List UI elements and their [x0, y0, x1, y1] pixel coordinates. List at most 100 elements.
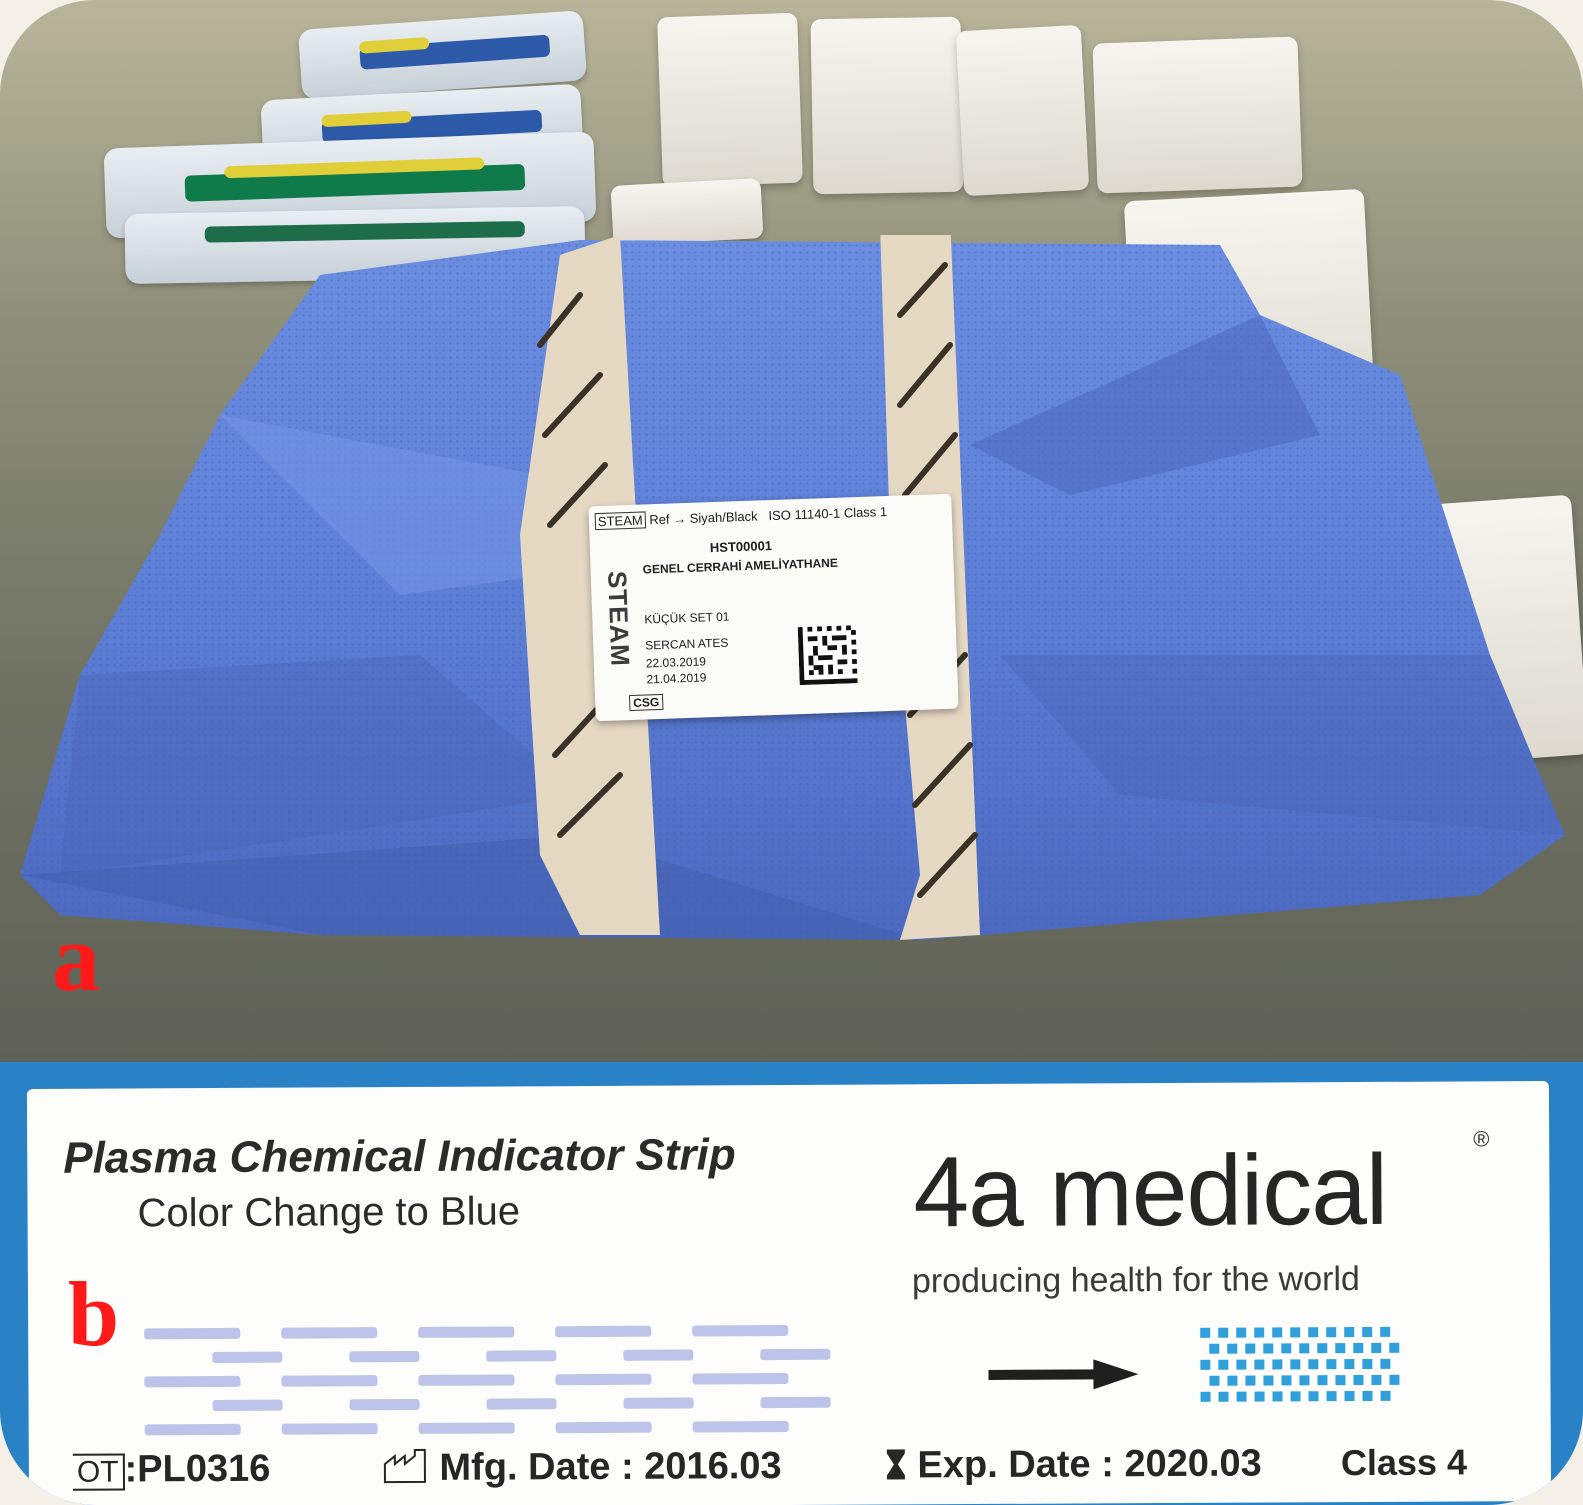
label-set-name: KÜÇÜK SET 01 — [644, 609, 730, 627]
indicator-dot — [1263, 1375, 1274, 1386]
indicator-dot — [1245, 1343, 1256, 1354]
sterilization-label: STEAM Ref → Siyah/Black ISO 11140-1 Clas… — [588, 493, 959, 722]
indicator-dot — [1200, 1327, 1211, 1338]
indicator-dot — [1371, 1374, 1382, 1385]
indicator-bar — [760, 1348, 831, 1361]
panel-letter-b: b — [68, 1263, 120, 1365]
indicator-dot — [1389, 1374, 1400, 1385]
indicator-dot — [1272, 1391, 1283, 1402]
label-ref-text: Ref → Siyah/Black — [649, 508, 758, 528]
indicator-bar — [692, 1373, 789, 1385]
mfg-date: Mfg. Date : 2016.03 — [439, 1445, 782, 1489]
indicator-dot — [1380, 1358, 1391, 1369]
brand-logo-text: 4a medical — [913, 1133, 1388, 1249]
indicator-dot — [1344, 1359, 1355, 1370]
indicator-bar — [418, 1326, 515, 1338]
class-label: Class 4 — [1340, 1441, 1468, 1484]
indicator-bar — [486, 1350, 557, 1362]
indicator-dot — [1281, 1375, 1292, 1386]
indicator-dot — [1299, 1375, 1310, 1386]
factory-icon — [383, 1448, 426, 1484]
indicator-bar — [281, 1423, 378, 1435]
indicator-dot — [1344, 1327, 1355, 1338]
wrapped-instrument-set — [20, 235, 1565, 940]
indicator-dot — [1362, 1358, 1373, 1369]
indicator-dot — [1317, 1343, 1328, 1354]
indicator-bar — [555, 1325, 652, 1338]
indicator-dot — [1308, 1391, 1319, 1402]
indicator-dot — [1326, 1359, 1337, 1370]
indicator-bar — [144, 1327, 241, 1340]
indicator-dot — [1353, 1374, 1364, 1386]
indicator-dot — [1290, 1391, 1301, 1402]
indicator-dot — [1236, 1359, 1247, 1370]
indicator-dot — [1263, 1343, 1274, 1354]
indicator-dot — [1353, 1342, 1364, 1354]
indicator-bar — [760, 1396, 831, 1409]
indicator-dot — [1209, 1375, 1220, 1386]
label-iso-text: ISO 11140-1 Class 1 — [768, 503, 888, 524]
label-operator: SERCAN ATES — [645, 635, 729, 653]
indicator-dot — [1380, 1326, 1391, 1337]
indicator-dot — [1218, 1327, 1229, 1338]
indicator-bar — [281, 1327, 378, 1339]
indicator-bar — [555, 1421, 652, 1434]
strip-subtitle: Color Change to Blue — [137, 1189, 521, 1236]
sterile-pouch — [657, 12, 803, 188]
indicator-bar — [212, 1399, 283, 1412]
strip-title: Plasma Chemical Indicator Strip — [63, 1130, 736, 1183]
sterile-pouch — [1092, 36, 1303, 194]
registered-mark: ® — [1473, 1126, 1490, 1152]
data-matrix-icon — [797, 625, 858, 686]
label-steam-box: STEAM — [594, 511, 646, 531]
brand-tagline: producing health for the world — [911, 1260, 1360, 1301]
indicator-dot — [1308, 1327, 1319, 1338]
indicator-dot — [1326, 1391, 1337, 1402]
indicator-dot — [1362, 1390, 1373, 1401]
indicator-bar — [692, 1421, 789, 1433]
label-date-1: 22.03.2019 — [645, 654, 707, 671]
indicator-dot — [1290, 1327, 1301, 1338]
exp-date: Exp. Date : 2020.03 — [917, 1442, 1262, 1487]
sterile-pouch — [810, 16, 964, 195]
label-date-2: 21.04.2019 — [646, 670, 707, 687]
indicator-bars-unchanged — [144, 1325, 831, 1438]
arrow-right-icon — [988, 1359, 1139, 1390]
indicator-bar — [349, 1398, 420, 1411]
indicator-dot — [1335, 1375, 1346, 1386]
panel-a-photo: STEAM Ref → Siyah/Black ISO 11140-1 Clas… — [0, 0, 1583, 1062]
indicator-dot — [1362, 1326, 1373, 1337]
indicator-dot — [1371, 1342, 1382, 1353]
indicator-dot — [1254, 1359, 1265, 1370]
indicator-dot — [1254, 1327, 1265, 1338]
indicator-dot — [1272, 1327, 1283, 1338]
indicator-bar — [623, 1397, 694, 1409]
indicator-dot — [1290, 1359, 1301, 1370]
indicator-dot — [1227, 1343, 1238, 1354]
indicator-dot — [1308, 1359, 1319, 1370]
indicator-dot — [1200, 1359, 1211, 1370]
indicator-dot — [1236, 1391, 1247, 1402]
indicator-dot — [1335, 1343, 1346, 1354]
indicator-bar — [623, 1349, 694, 1361]
label-department: GENEL CERRAHİ AMELİYATHANE — [642, 555, 839, 577]
indicator-dot — [1326, 1327, 1337, 1338]
indicator-bar — [486, 1398, 557, 1410]
indicator-dot — [1344, 1391, 1355, 1402]
panel-letter-a: a — [52, 904, 100, 1011]
indicator-dot — [1218, 1359, 1229, 1370]
hourglass-icon — [886, 1449, 905, 1480]
indicator-dot — [1245, 1375, 1256, 1386]
sterile-pouch — [955, 24, 1090, 197]
indicator-dot — [1209, 1343, 1220, 1354]
panel-b-indicator-strip: Plasma Chemical Indicator Strip Color Ch… — [0, 1062, 1583, 1505]
indicator-bar — [281, 1375, 378, 1387]
indicator-dot — [1227, 1375, 1238, 1386]
indicator-dot — [1281, 1343, 1292, 1354]
manufacture-date: Mfg. Date : 2016.03 — [383, 1445, 782, 1490]
indicator-bar — [144, 1375, 241, 1388]
indicator-dot — [1200, 1391, 1211, 1402]
indicator-dot — [1218, 1391, 1229, 1402]
indicator-bar — [418, 1374, 515, 1386]
lot-number: OT:PL0316 — [72, 1448, 271, 1492]
